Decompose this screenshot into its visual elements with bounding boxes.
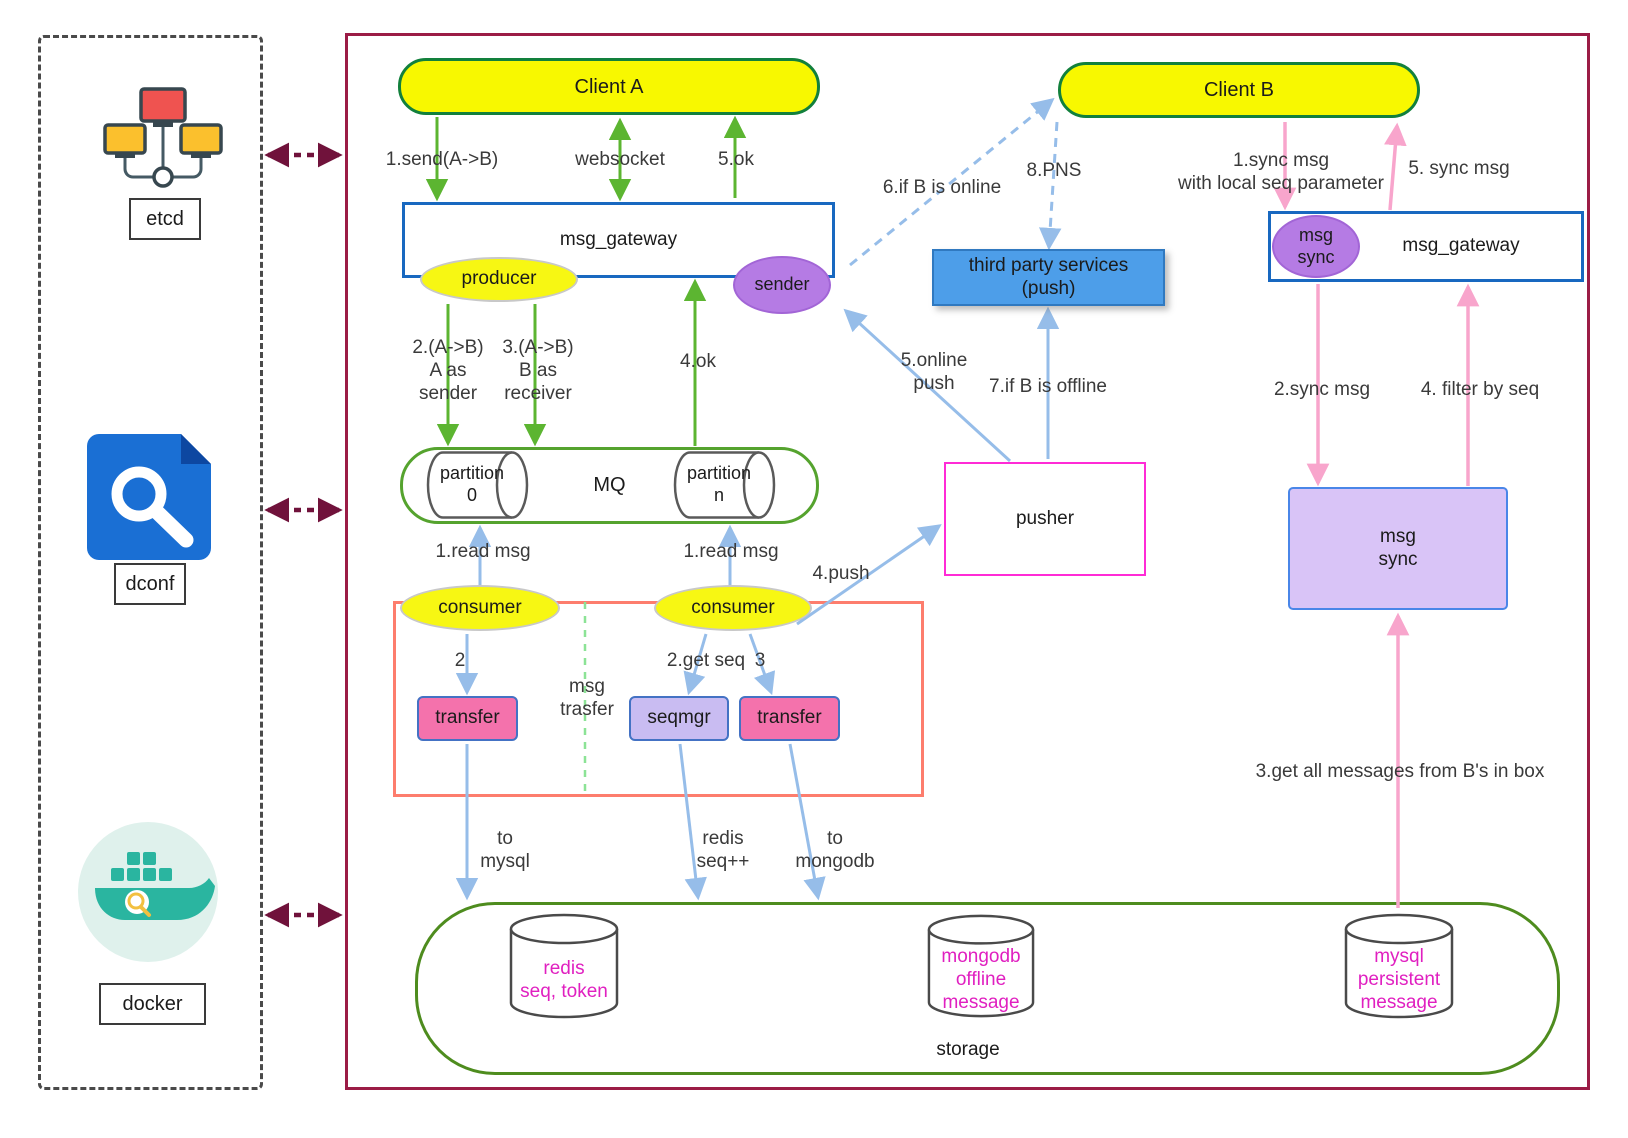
redis-label: redis seq, token xyxy=(520,958,608,1002)
partition-0-label: partition 0 xyxy=(439,463,505,505)
db-cylinder-icon xyxy=(509,913,619,1019)
mq-partition-n: partition n xyxy=(671,450,777,520)
arrow-if-online xyxy=(849,97,1055,267)
main-system-frame xyxy=(345,33,1590,1090)
dconf-label: dconf xyxy=(114,563,186,605)
label-msg-trasfer: msg trasfer xyxy=(560,676,614,721)
docker-icon xyxy=(78,822,218,962)
label-sync-msg-1: 1.sync msg with local seq parameter xyxy=(1178,150,1384,195)
label-to-mysql: to mysql xyxy=(480,828,530,873)
pusher-node: pusher xyxy=(944,462,1146,576)
arrow-sync-msg-5 xyxy=(1384,122,1407,211)
transfer-right-node: transfer xyxy=(739,696,840,741)
sender-node: sender xyxy=(733,256,831,314)
dconf-icon xyxy=(87,434,211,560)
arrow-4push xyxy=(796,524,942,626)
label-send-ab: 1.send(A->B) xyxy=(385,149,499,170)
label-step3: 3 xyxy=(754,650,766,671)
label-b-as-receiver: 3.(A->B) B as receiver xyxy=(502,337,574,405)
arrow-get-seq xyxy=(683,633,708,696)
arrow-pns xyxy=(1038,121,1062,251)
label-4push: 4.push xyxy=(812,563,870,584)
label-online-push: 5.online push xyxy=(900,350,968,395)
msg-sync-box-node: msg sync xyxy=(1288,487,1508,610)
label-if-offline: 7.if B is offline xyxy=(989,376,1107,397)
label-pns: 8.PNS xyxy=(1026,160,1082,181)
partition-n-label: partition n xyxy=(686,463,752,505)
arrow-redis-seq xyxy=(678,743,707,901)
infra-panel-frame xyxy=(38,35,263,1090)
redis-db xyxy=(508,912,620,1020)
label-to-mongodb: to mongodb xyxy=(795,828,875,873)
msg-sync-ellipse-node: msg sync xyxy=(1272,215,1360,278)
client-b-node: Client B xyxy=(1058,62,1420,118)
label-read-msg-left: 1.read msg xyxy=(435,541,531,562)
docker-label: docker xyxy=(99,983,206,1025)
label-step2: 2 xyxy=(454,650,466,671)
label-get-seq: 2.get seq xyxy=(666,650,746,671)
mysql-label: mysql persistent message xyxy=(1357,946,1441,1013)
consumer-left-node: consumer xyxy=(400,585,560,631)
arrow-step3-transfer xyxy=(748,633,776,696)
partition-cylinder-icon xyxy=(426,451,529,519)
label-sync-msg-5: 5. sync msg xyxy=(1408,158,1510,179)
mongodb-db xyxy=(926,912,1036,1020)
transfer-left-node: transfer xyxy=(417,696,518,741)
db-cylinder-icon xyxy=(927,914,1035,1018)
label-a-as-sender: 2.(A->B) A as sender xyxy=(412,337,484,405)
partition-cylinder-icon xyxy=(673,451,776,519)
mongodb-label: mongodb offline message xyxy=(941,946,1021,1013)
seqmgr-node: seqmgr xyxy=(629,696,729,741)
label-redis-seq: redis seq++ xyxy=(696,828,750,873)
label-read-msg-right: 1.read msg xyxy=(683,541,779,562)
etcd-label: etcd xyxy=(129,198,201,240)
label-4ok: 4.ok xyxy=(680,351,716,372)
db-cylinder-icon xyxy=(1344,913,1454,1019)
label-if-online: 6.if B is online xyxy=(882,177,1002,198)
label-websocket: websocket xyxy=(575,149,665,170)
arrow-to-mongodb xyxy=(788,743,826,901)
third-party-services-node: third party services (push) xyxy=(932,249,1165,306)
storage-label: storage xyxy=(936,1039,1000,1060)
label-sync-msg-2: 2.sync msg xyxy=(1273,379,1371,400)
mq-partition-0: partition 0 xyxy=(424,450,530,520)
producer-node: producer xyxy=(420,257,578,302)
label-filter-by-seq: 4. filter by seq xyxy=(1420,379,1540,400)
arrow-online-push xyxy=(843,308,1012,463)
client-a-node: Client A xyxy=(398,58,820,115)
etcd-icon xyxy=(103,87,223,188)
mysql-db xyxy=(1343,912,1455,1020)
consumer-right-node: consumer xyxy=(654,585,812,631)
label-get-all-messages: 3.get all messages from B's in box xyxy=(1255,761,1545,782)
label-5ok: 5.ok xyxy=(718,149,754,170)
